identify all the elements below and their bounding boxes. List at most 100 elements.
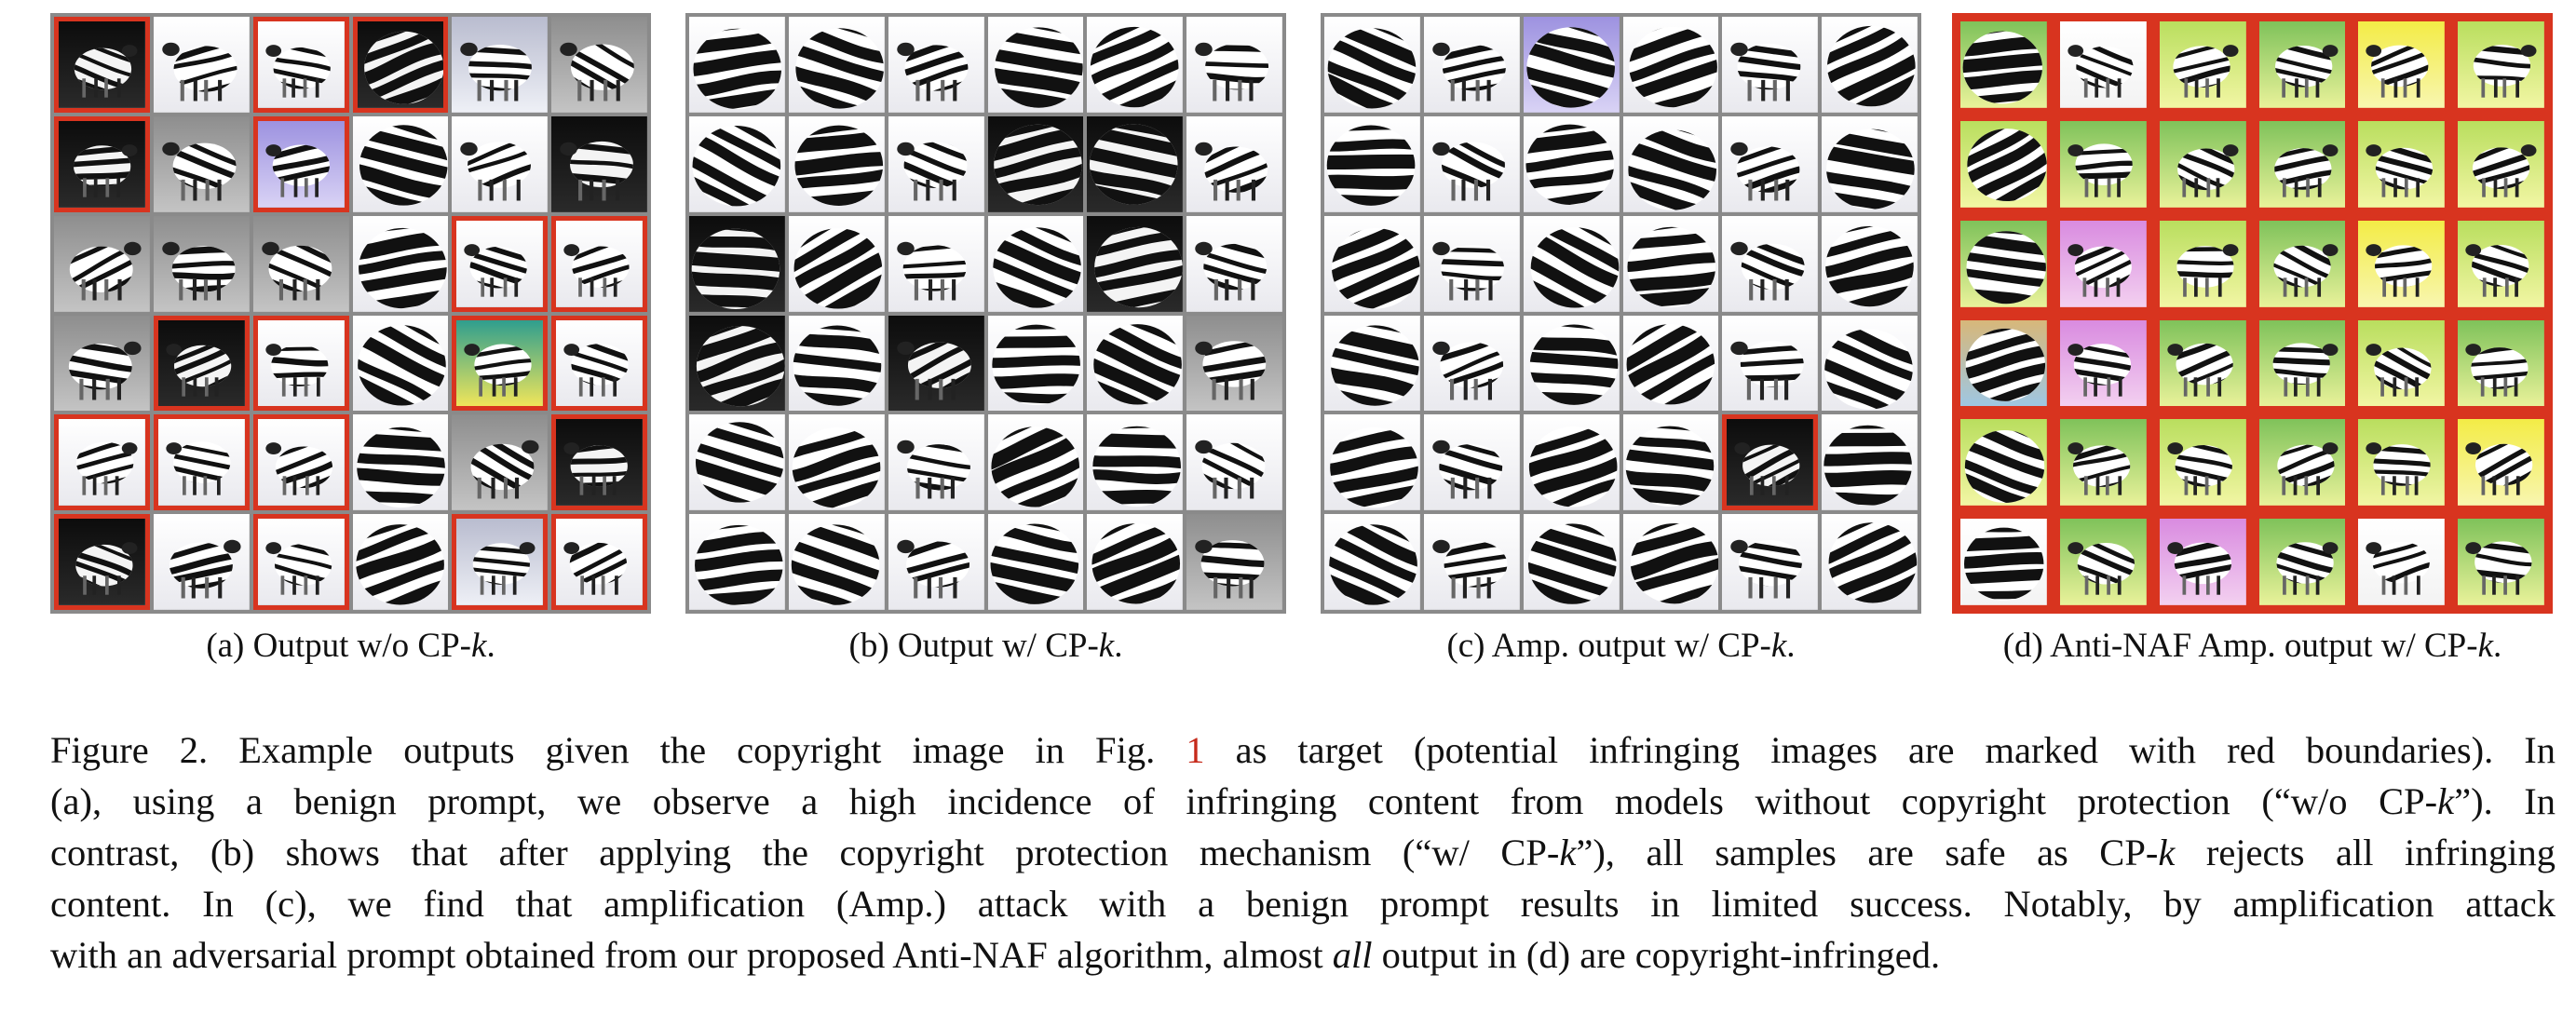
image-tile — [689, 215, 785, 312]
infringing-image-tile — [54, 115, 150, 212]
image-tile — [1622, 215, 1719, 312]
image-tile — [1186, 514, 1282, 610]
image-tile — [1523, 315, 1620, 412]
infringing-image-tile — [2054, 315, 2151, 412]
infringing-image-tile — [252, 315, 349, 412]
image-tile — [689, 514, 785, 610]
subcaption-a: (a) Output w/o CP-k. — [206, 627, 495, 665]
image-tile — [153, 215, 250, 312]
image-grid-a — [50, 13, 651, 614]
image-tile — [153, 17, 250, 113]
image-tile — [352, 215, 449, 312]
infringing-image-tile — [2154, 414, 2251, 511]
panel-a — [50, 13, 651, 614]
caption-line-1: Figure 2. Example outputs given the copy… — [50, 729, 2556, 771]
infringing-image-tile — [153, 414, 250, 511]
image-tile — [252, 215, 349, 312]
image-tile — [352, 414, 449, 511]
infringing-image-tile — [1956, 315, 2052, 412]
infringing-image-tile — [2054, 215, 2151, 312]
caption-line-5: with an adversarial prompt obtained from… — [50, 934, 1941, 976]
image-tile — [1722, 215, 1819, 312]
infringing-image-tile — [54, 17, 150, 113]
image-tile — [689, 414, 785, 511]
infringing-image-tile — [2154, 514, 2251, 610]
image-tile — [1622, 17, 1719, 113]
infringing-image-tile — [551, 215, 647, 312]
image-tile — [888, 215, 984, 312]
image-tile — [987, 215, 1084, 312]
image-tile — [1087, 315, 1184, 412]
image-grid-b — [685, 13, 1286, 614]
image-tile — [1087, 215, 1184, 312]
figure-ref-link[interactable]: 1 — [1186, 729, 1205, 771]
image-tile — [689, 315, 785, 412]
image-tile — [1423, 315, 1520, 412]
infringing-image-tile — [551, 315, 647, 412]
image-tile — [1523, 514, 1620, 610]
image-tile — [54, 215, 150, 312]
infringing-image-tile — [252, 17, 349, 113]
subcaption-c: (c) Amp. output w/ CP-k. — [1446, 627, 1796, 665]
image-tile — [987, 315, 1084, 412]
infringing-image-tile — [551, 514, 647, 610]
infringing-image-tile — [2453, 215, 2549, 312]
figure-caption: Figure 2. Example outputs given the copy… — [50, 724, 2556, 981]
infringing-image-tile — [1956, 17, 2052, 113]
infringing-image-tile — [2154, 315, 2251, 412]
image-tile — [1523, 215, 1620, 312]
image-tile — [1622, 115, 1719, 212]
infringing-image-tile — [252, 514, 349, 610]
infringing-image-tile — [252, 414, 349, 511]
image-tile — [1324, 514, 1420, 610]
image-tile — [1186, 215, 1282, 312]
image-tile — [888, 17, 984, 113]
image-tile — [1186, 17, 1282, 113]
image-tile — [1822, 17, 1918, 113]
image-tile — [1423, 514, 1520, 610]
image-tile — [1622, 514, 1719, 610]
image-tile — [452, 414, 549, 511]
caption-line-2: (a), using a benign prompt, we observe a… — [50, 780, 2556, 822]
image-tile — [352, 315, 449, 412]
image-tile — [1822, 315, 1918, 412]
infringing-image-tile — [452, 315, 549, 412]
image-tile — [788, 315, 885, 412]
infringing-image-tile — [2254, 414, 2351, 511]
image-tile — [54, 315, 150, 412]
infringing-image-tile — [2054, 17, 2151, 113]
image-tile — [1324, 414, 1420, 511]
panel-d — [1952, 13, 2553, 614]
caption-line-4: content. In (c), we find that amplificat… — [50, 883, 2556, 925]
infringing-image-tile — [2254, 315, 2351, 412]
image-tile — [788, 514, 885, 610]
image-tile — [1087, 17, 1184, 113]
image-tile — [987, 514, 1084, 610]
image-tile — [551, 115, 647, 212]
infringing-image-tile — [2154, 17, 2251, 113]
image-tile — [1087, 115, 1184, 212]
image-tile — [1523, 115, 1620, 212]
image-tile — [1423, 215, 1520, 312]
infringing-image-tile — [1956, 514, 2052, 610]
image-tile — [1822, 115, 1918, 212]
infringing-image-tile — [2254, 17, 2351, 113]
image-tile — [788, 414, 885, 511]
infringing-image-tile — [551, 414, 647, 511]
infringing-image-tile — [1956, 215, 2052, 312]
infringing-image-tile — [2453, 315, 2549, 412]
infringing-image-tile — [2054, 115, 2151, 212]
image-tile — [1722, 115, 1819, 212]
image-tile — [689, 17, 785, 113]
infringing-image-tile — [2353, 315, 2450, 412]
image-tile — [1423, 17, 1520, 113]
image-tile — [888, 315, 984, 412]
image-tile — [689, 115, 785, 212]
infringing-image-tile — [2254, 115, 2351, 212]
infringing-image-tile — [352, 17, 449, 113]
image-tile — [1324, 315, 1420, 412]
image-tile — [888, 115, 984, 212]
infringing-image-tile — [1956, 115, 2052, 212]
infringing-image-tile — [2353, 215, 2450, 312]
infringing-image-tile — [2353, 514, 2450, 610]
